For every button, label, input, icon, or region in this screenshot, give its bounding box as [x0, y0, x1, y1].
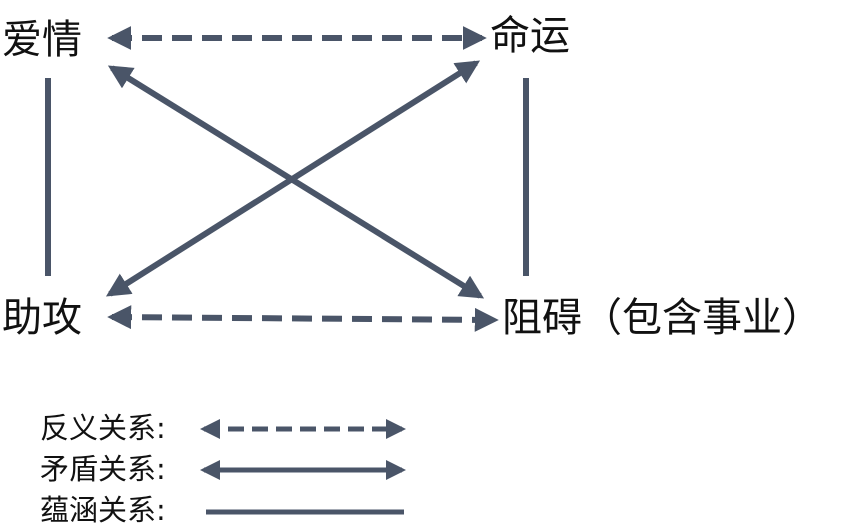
node-fate: 命运	[490, 13, 570, 59]
legend-contradictory-label: 矛盾关系:	[40, 452, 166, 486]
legend-implication-label: 蕴涵关系:	[40, 493, 166, 527]
legend-contrary-label: 反义关系:	[40, 411, 166, 445]
contrary-line-helper-obstacle	[107, 305, 499, 332]
node-helper: 助攻	[2, 295, 82, 341]
node-love: 爱情	[2, 17, 82, 63]
contradictory-line-love-obstacle	[107, 65, 485, 299]
contradictory-line-fate-helper	[105, 60, 481, 297]
node-obstacle: 阻碍（包含事业）	[502, 295, 822, 341]
